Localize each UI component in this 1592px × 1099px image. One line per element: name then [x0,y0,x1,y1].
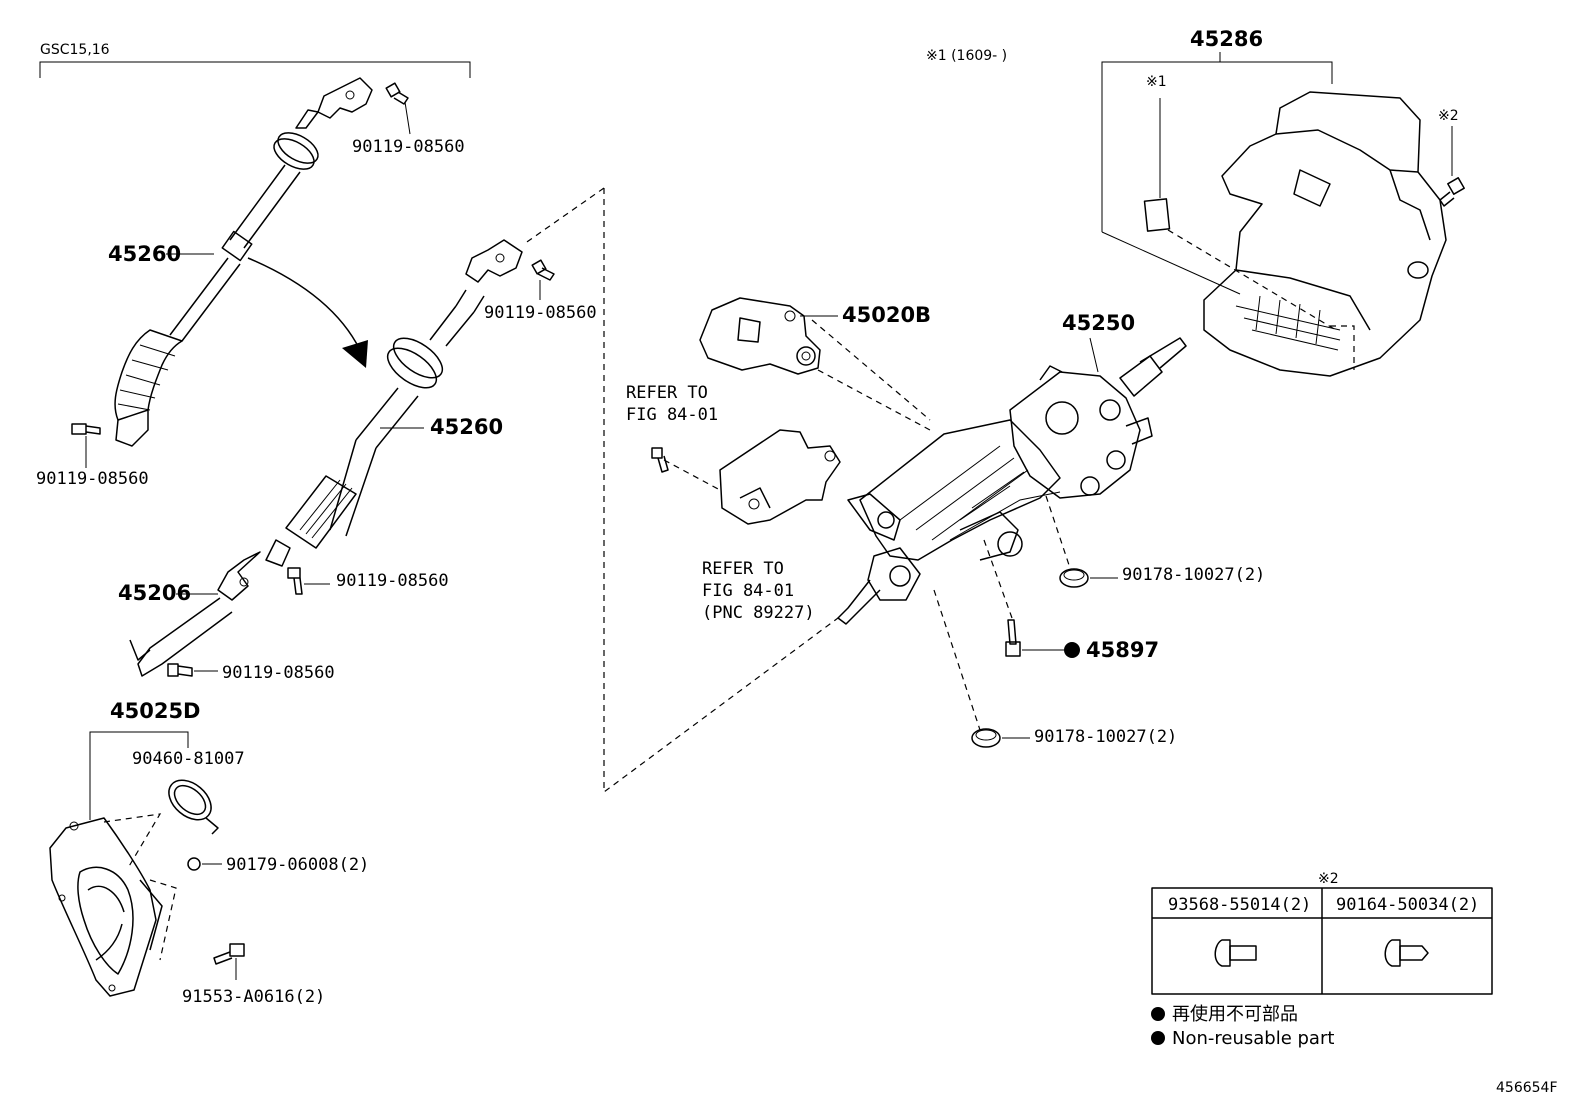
callout-bolt-90179: 90179-06008(2) [226,855,369,875]
callout-45020B: 45020B [842,303,931,327]
callout-bracket [1101,231,1241,295]
callout-bolt-low: 90119-08560 [222,663,335,683]
model-label: GSC15,16 [40,42,110,58]
dashed-line [149,879,177,961]
bolt-icon [71,423,101,435]
seal-ring-drawing [168,779,219,835]
callout-45206: 45206 [118,581,191,605]
model-bracket [39,61,471,78]
bolt-icon [531,259,555,281]
callout-bolt-mid: 90119-08560 [336,571,449,591]
fastener-table [1151,887,1493,995]
legend-jp: 再使用不可部品 [1172,1004,1298,1025]
bolt-icon [187,857,201,871]
refer2-line3: (PNC 89227) [702,603,815,623]
bolt-icon [1005,619,1021,657]
dashed-line [1045,495,1071,569]
leader-line [404,101,411,135]
clip-icon [1384,939,1429,967]
dashed-line [663,459,721,491]
refer1-line2: FIG 84-01 [626,405,718,425]
dashed-line [811,319,931,421]
intermediate-shaft-upper-drawing [114,77,373,447]
bolt-icon [385,82,409,105]
callout-bolt-top: 90119-08560 [352,137,465,157]
diagram-id: 456654F [1496,1080,1558,1096]
callout-45260-lower: 45260 [430,415,503,439]
clip-icon [1439,177,1465,207]
non-reusable-marker-icon [1064,642,1080,658]
table-col-2: 90164-50034(2) [1336,895,1479,915]
callout-bolt-right: 90119-08560 [484,303,597,323]
callout-nut-right: 90178-10027(2) [1122,565,1265,585]
table-col-1: 93568-55014(2) [1168,895,1311,915]
non-reusable-marker-icon [1151,1007,1165,1021]
non-reusable-marker-icon [1151,1031,1165,1045]
bolt-icon [287,567,303,595]
legend-en: Non-reusable part [1172,1028,1334,1049]
dashed-boundary [603,188,839,794]
callout-45025D: 45025D [110,699,201,723]
dashed-line [933,589,981,731]
dashed-line [983,539,1013,619]
bolt-icon [167,663,193,677]
table-mark: ※2 [1318,871,1339,887]
direction-arrow [247,257,361,351]
bolt-icon [213,943,245,965]
mark1-label: ※1 [1146,74,1167,90]
refer1-line1: REFER TO [626,383,708,403]
label-sticker-drawing [1143,198,1171,232]
callout-ring: 90460-81007 [132,749,245,769]
refer2-line2: FIG 84-01 [702,581,794,601]
leader-line [1089,337,1099,373]
callout-45286: 45286 [1190,27,1263,51]
mark2-label: ※2 [1438,108,1459,124]
steering-column-drawing [837,337,1187,625]
nut-icon [971,728,1001,748]
column-bracket-drawing [719,429,841,525]
callout-bracket [1101,52,1333,232]
dashed-line [1167,229,1337,331]
nut-icon [1059,568,1089,588]
callout-bolt-left: 90119-08560 [36,469,149,489]
steering-lock-drawing [699,297,821,375]
date-note: ※1 (1609- ) [926,48,1007,64]
dashed-line [817,369,931,431]
callout-nut-low: 90178-10027(2) [1034,727,1177,747]
direction-arrow-head [342,340,368,368]
dashed-line [103,813,162,869]
hole-cover-drawing [49,817,163,997]
dashed-boundary [523,187,605,245]
callout-bracket [89,731,189,820]
callout-45250: 45250 [1062,311,1135,335]
bolt-icon [651,447,669,473]
callout-bolt-91553: 91553-A0616(2) [182,987,325,1007]
column-cover-drawing [1203,91,1447,377]
refer2-line1: REFER TO [702,559,784,579]
intermediate-shaft-lower-drawing [129,239,523,677]
clip-icon [1214,939,1257,967]
callout-45897: 45897 [1086,638,1159,662]
